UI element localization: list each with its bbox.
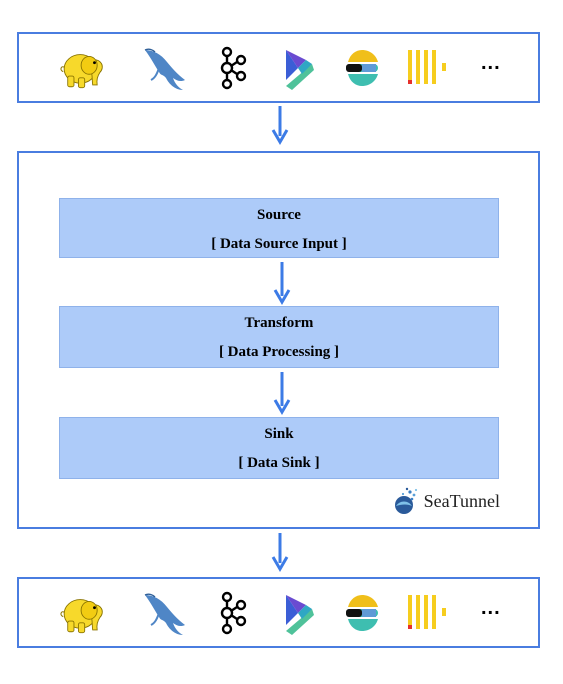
kafka-icon <box>207 44 257 92</box>
mysql-dolphin-icon <box>139 44 189 92</box>
elasticsearch-icon <box>337 44 387 92</box>
seatunnel-engine-box: Source [ Data Source Input ] Transform [… <box>17 151 540 529</box>
hadoop-elephant-icon <box>57 44 107 92</box>
stage-subtitle: [ Data Sink ] <box>238 455 320 471</box>
output-connectors-box: ... <box>17 577 540 648</box>
hadoop-elephant-icon <box>57 589 107 637</box>
kafka-icon <box>207 589 257 637</box>
kudu-icon <box>274 44 324 92</box>
arrow-engine-to-output <box>271 533 289 572</box>
clickhouse-icon <box>404 589 454 637</box>
arrow-input-to-engine <box>271 106 289 145</box>
arrow-transform-to-sink <box>273 372 291 415</box>
clickhouse-icon <box>404 44 454 92</box>
stage-title: Sink <box>264 426 294 442</box>
more-connectors-ellipsis: ... <box>481 597 501 619</box>
seatunnel-brand: SeaTunnel <box>390 486 500 516</box>
more-connectors-ellipsis: ... <box>481 52 501 74</box>
stage-subtitle: [ Data Processing ] <box>218 344 340 360</box>
stage-title: Source <box>257 207 301 223</box>
arrow-source-to-transform <box>273 262 291 305</box>
seatunnel-brand-label: SeaTunnel <box>423 490 500 511</box>
input-connectors-box: ... <box>17 32 540 103</box>
sink-stage: Sink [ Data Sink ] <box>59 417 499 479</box>
stage-subtitle: [ Data Source Input ] <box>211 236 347 252</box>
seatunnel-logo-icon <box>394 487 417 514</box>
kudu-icon <box>274 589 324 637</box>
mysql-dolphin-icon <box>139 589 189 637</box>
transform-stage: Transform [ Data Processing ] <box>59 306 499 368</box>
source-stage: Source [ Data Source Input ] <box>59 198 499 258</box>
stage-title: Transform <box>244 315 314 331</box>
elasticsearch-icon <box>337 589 387 637</box>
